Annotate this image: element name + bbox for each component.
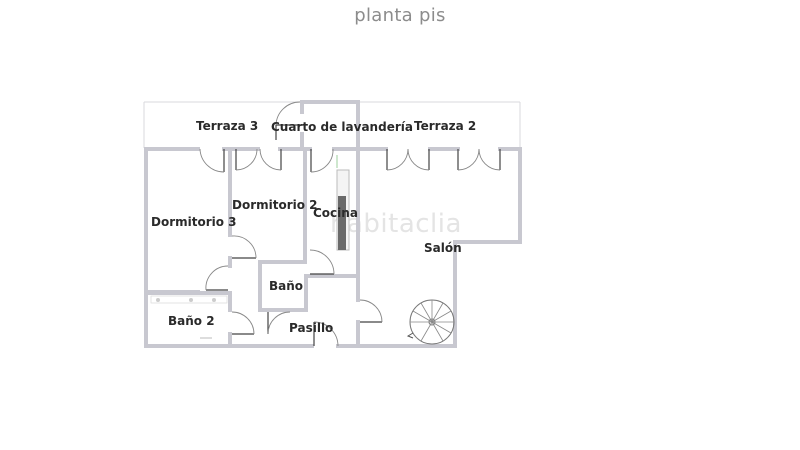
kitchen-counter — [336, 155, 350, 251]
doors — [199, 101, 501, 347]
bathroom-fixtures — [150, 295, 228, 339]
spiral-staircase — [406, 299, 455, 345]
room-label-salon: Salón — [424, 241, 462, 255]
page-title: planta pis — [354, 5, 446, 26]
walls — [144, 100, 522, 348]
room-label-bano-2: Baño 2 — [168, 314, 215, 328]
room-label-terraza-3: Terraza 3 — [196, 119, 258, 133]
room-label-bano: Baño — [269, 279, 303, 293]
room-label-dormitorio-3: Dormitorio 3 — [151, 215, 237, 229]
room-label-pasillo: Pasillo — [289, 321, 333, 335]
room-label-terraza-2: Terraza 2 — [414, 119, 476, 133]
room-label-cuarto-de-lavanderia: Cuarto de lavandería — [271, 120, 413, 134]
terrace-outline — [143, 101, 521, 148]
room-label-cocina: Cocina — [313, 206, 358, 220]
room-label-dormitorio-2: Dormitorio 2 — [232, 198, 318, 212]
watermark: habitaclia — [330, 209, 462, 239]
